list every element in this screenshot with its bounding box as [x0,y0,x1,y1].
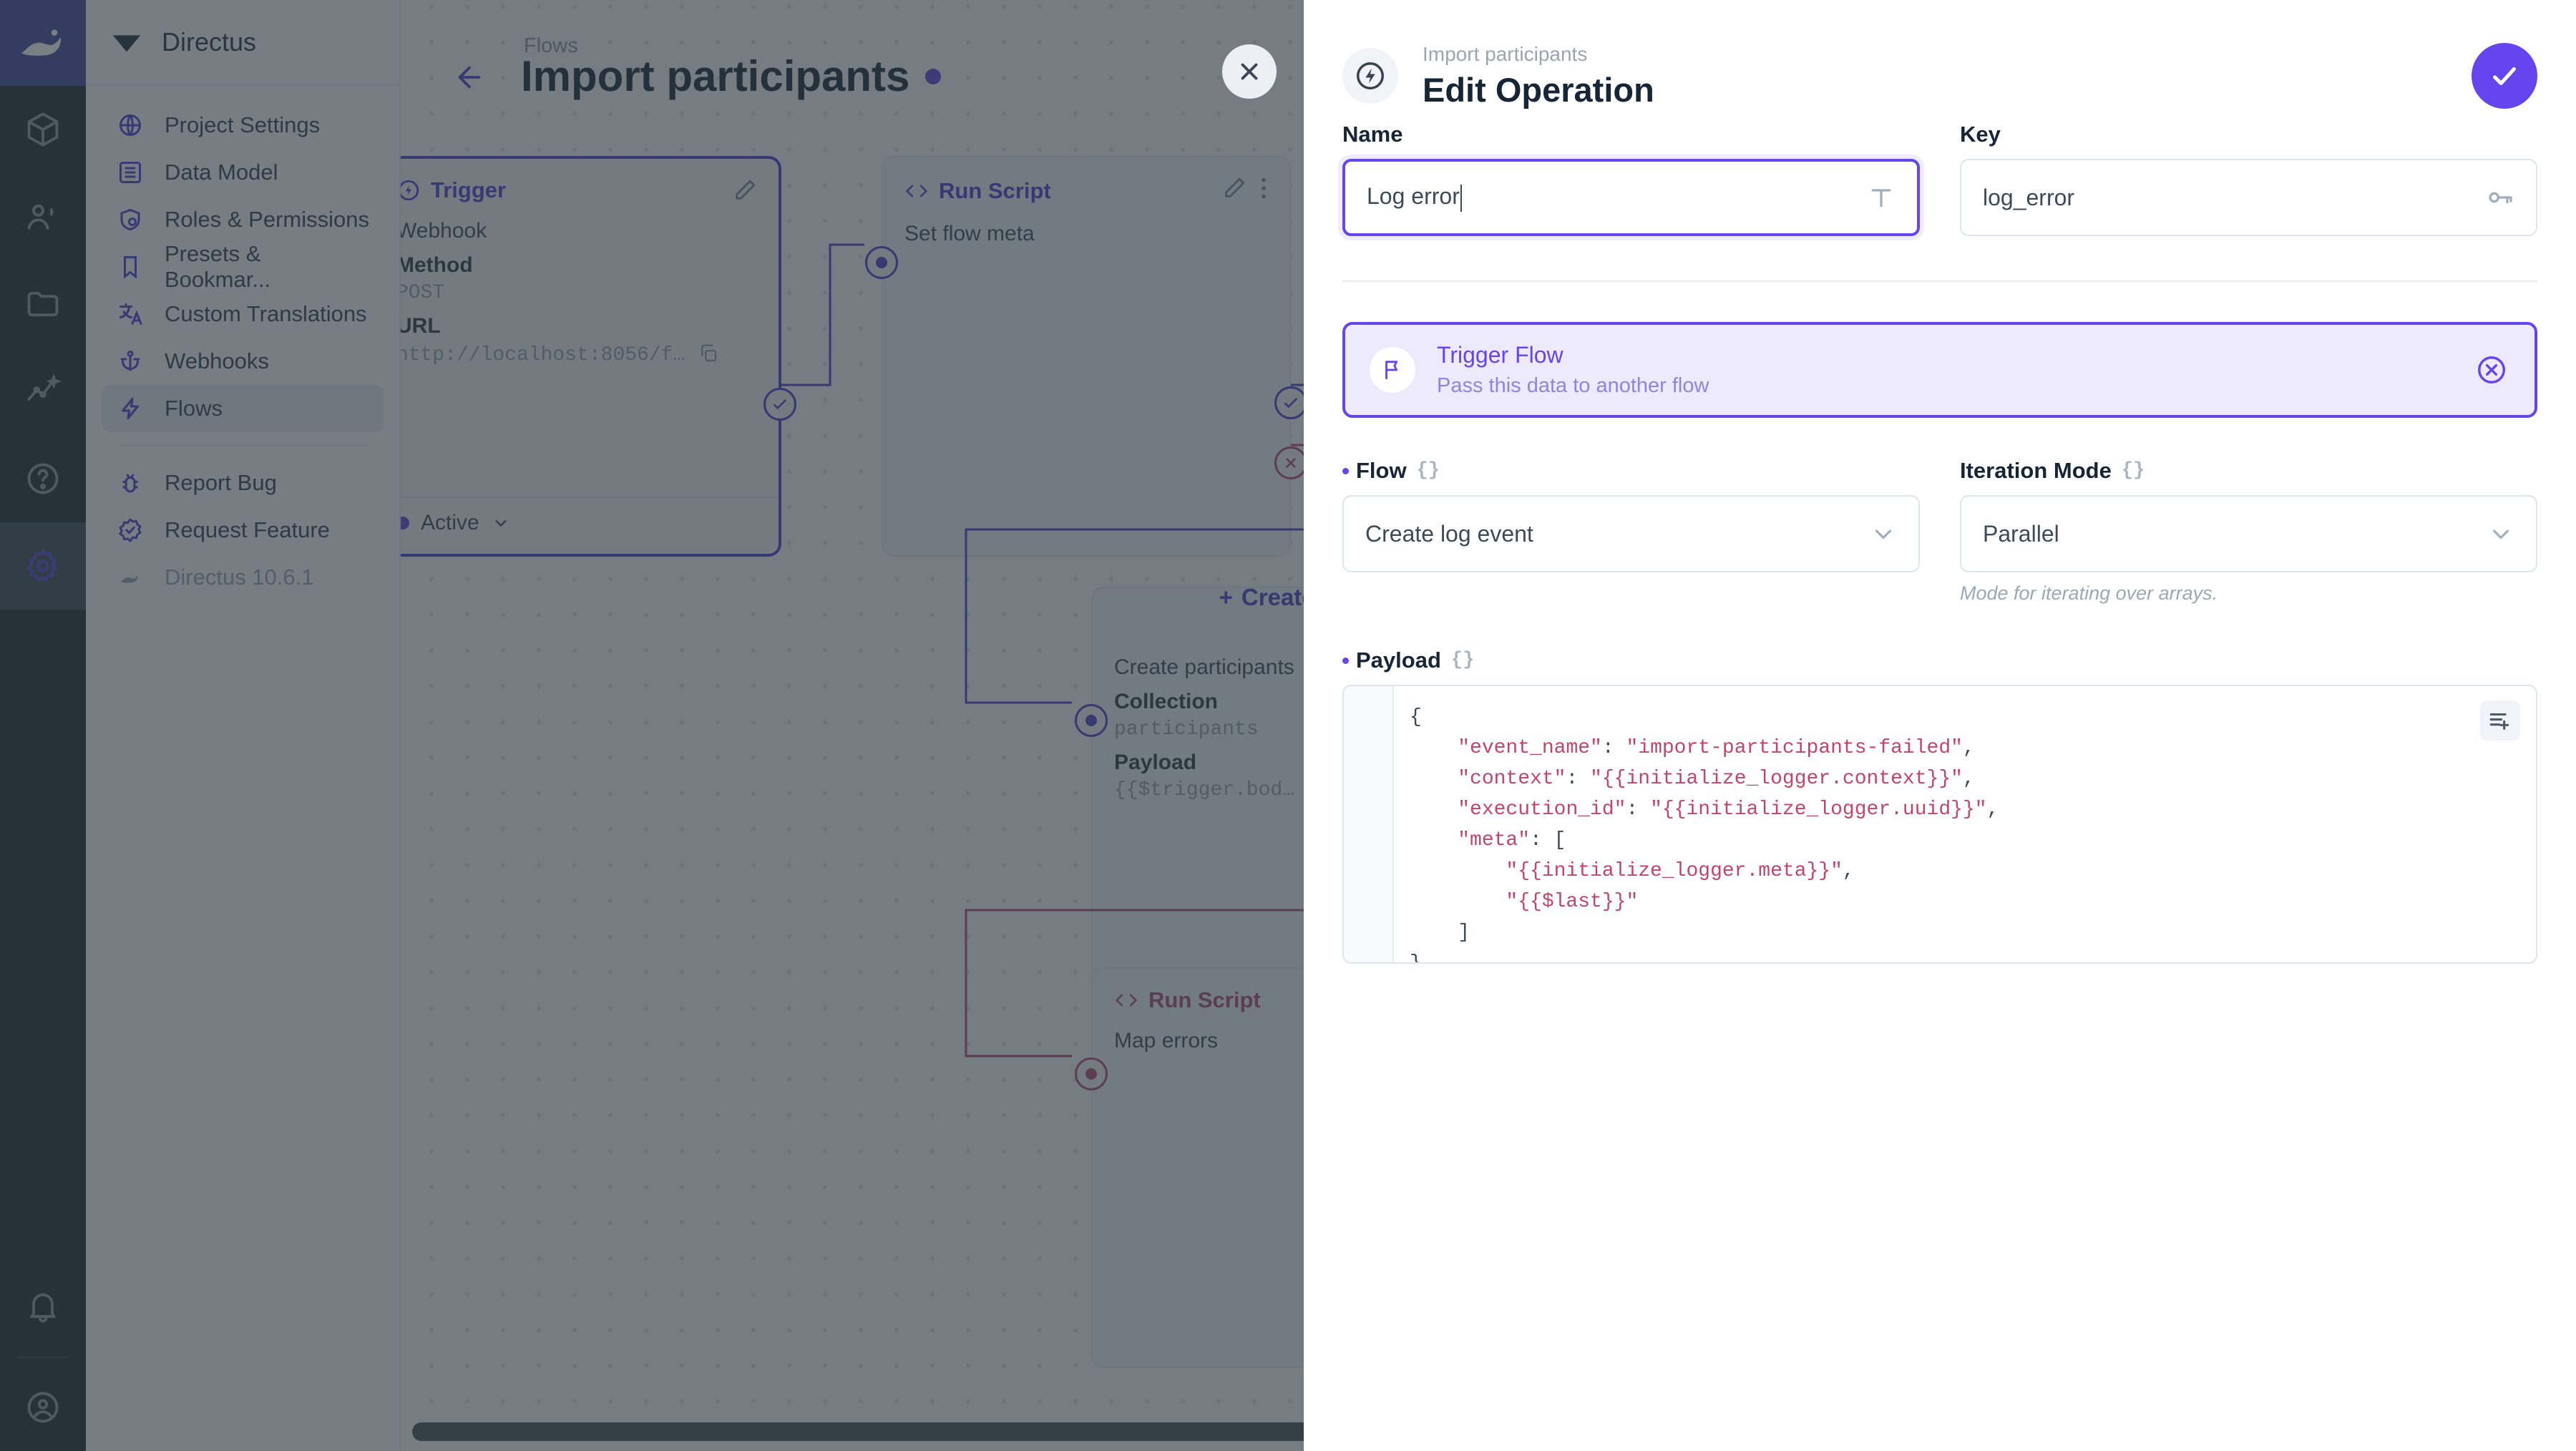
operation-type-title: Trigger Flow [1437,342,1563,368]
drawer-body: Name Log error Key log_error [1304,122,2576,964]
drawer-breadcrumb[interactable]: Import participants [1423,42,1588,65]
name-input[interactable]: Log error [1342,159,1920,236]
line-content: "meta": [ [1458,829,1566,851]
operation-type-card[interactable]: Trigger Flow Pass this data to another f… [1342,322,2537,418]
flow-select-value: Create log event [1365,520,1533,547]
payload-field-group: Payload {} 1{2 "event_name": "import-par… [1342,648,2537,964]
key-field-label: Key [1960,122,2001,147]
line-content: "event_name": "import-participants-faile… [1458,737,1975,759]
name-field-group: Name Log error [1342,122,1920,236]
close-icon [1241,63,1258,80]
code-line: 4 "execution_id": "{{initialize_logger.u… [1344,794,2536,825]
code-line: 1{ [1344,702,2536,733]
line-content: ] [1410,922,1470,944]
line-content: "{{initialize_logger.meta}}", [1506,860,1855,882]
close-drawer-button[interactable] [1222,44,1277,99]
template-brace-icon: {} [1416,460,1440,482]
check-icon [2493,67,2516,86]
text-caret [1460,184,1462,212]
name-field-label: Name [1342,122,1403,147]
drawer-title: Edit Operation [1423,70,1654,109]
template-brace-icon: {} [1450,650,1475,671]
section-divider [1342,280,2537,282]
line-content: "execution_id": "{{initialize_logger.uui… [1458,798,1999,821]
iteration-mode-hint: Mode for iterating over arrays. [1960,582,2218,604]
code-line: 2 "event_name": "import-participants-fai… [1344,733,2536,763]
line-content: "context": "{{initialize_logger.context}… [1458,768,1975,790]
edit-operation-drawer: Import participants Edit Operation Name … [1304,0,2576,1451]
payload-field-label-text: Payload [1356,648,1441,673]
flag-icon [1370,347,1415,393]
flow-field-label-text: Flow [1356,458,1407,483]
drawer-header: Import participants Edit Operation [1304,0,2576,122]
key-input-value: log_error [1983,184,2075,210]
text-format-icon [1867,183,1896,212]
code-line: 3 "context": "{{initialize_logger.contex… [1344,763,2536,794]
chevron-down-icon [2487,520,2514,547]
iteration-mode-value: Parallel [1983,520,2059,547]
code-line: 6 "{{initialize_logger.meta}}", [1344,856,2536,886]
line-content: } [1410,952,1422,964]
flow-iteration-row: Flow {} Create log event Iteration Mode … [1342,458,2537,605]
format-list-add-icon[interactable] [2480,700,2520,741]
operation-type-subtitle: Pass this data to another flow [1437,374,1709,397]
flow-field-label: Flow {} [1342,458,1920,484]
line-content: "{{$last}}" [1506,891,1639,913]
code-line: 5 "meta": [ [1344,825,2536,856]
key-field-group: Key log_error [1960,122,2537,236]
iteration-field-group: Iteration Mode {} Parallel Mode for iter… [1960,458,2537,605]
iteration-mode-select[interactable]: Parallel [1960,495,2537,572]
code-line: 8 ] [1344,917,2536,948]
line-content: { [1410,706,1422,728]
code-gutter [1344,686,1394,962]
flow-field-group: Flow {} Create log event [1342,458,1920,605]
key-input[interactable]: log_error [1960,159,2537,236]
flow-select[interactable]: Create log event [1342,495,1920,572]
payload-field-label: Payload {} [1342,648,2537,673]
code-content[interactable]: 1{2 "event_name": "import-participants-f… [1344,686,2536,964]
name-input-value: Log error [1367,183,1460,210]
save-button[interactable] [2472,43,2537,109]
iteration-field-label: Iteration Mode {} [1960,458,2537,484]
payload-code-editor[interactable]: 1{2 "event_name": "import-participants-f… [1342,685,2537,964]
chevron-down-icon [1870,520,1897,547]
code-line: 7 "{{$last}}" [1344,886,2536,917]
template-brace-icon: {} [2121,460,2145,482]
trigger-bolt-icon [1342,48,1398,104]
code-line: 9} [1344,948,2536,964]
close-circle-icon[interactable] [2473,353,2510,386]
name-key-row: Name Log error Key log_error [1342,122,2537,236]
key-icon [2486,183,2514,212]
iteration-field-label-text: Iteration Mode [1960,458,2112,483]
